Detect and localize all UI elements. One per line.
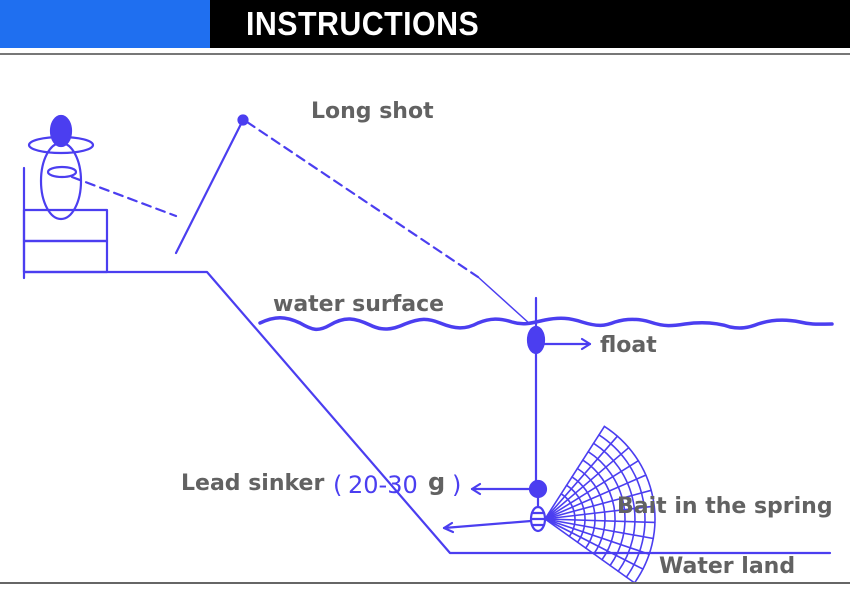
net-ray: [544, 518, 651, 556]
fishing-rod-icon: [174, 114, 531, 325]
net-ring: [560, 493, 576, 538]
net-ring: [587, 450, 626, 567]
net-ring: [582, 459, 616, 561]
float-icon: [526, 296, 592, 484]
seat-box-bottom: [22, 239, 109, 274]
header-bar: INSTRUCTIONS: [0, 0, 850, 48]
net-ray: [544, 518, 656, 524]
bait-arrowhead: [442, 521, 455, 534]
angler-arms: [46, 165, 78, 179]
label-weight-open-paren: (: [333, 471, 342, 499]
net-ray: [544, 505, 656, 520]
label-water-surface: water surface: [273, 292, 444, 317]
line-to-float: [477, 276, 531, 325]
sinker-ball: [528, 479, 548, 499]
label-weight-close-paren: ): [452, 471, 461, 499]
float-body: [526, 325, 546, 355]
bait-spring-icon: [442, 505, 547, 534]
net-ring: [571, 476, 596, 549]
net-ring: [576, 467, 606, 555]
net-ring: [592, 442, 636, 573]
net-ray: [544, 518, 644, 570]
net-ray: [544, 518, 655, 540]
net-ray: [544, 489, 653, 520]
label-weight-unit: g: [428, 468, 445, 496]
net-fan-icon: [544, 425, 656, 584]
net-ray: [544, 474, 647, 520]
shore-bank-line: [22, 270, 832, 555]
page-title: INSTRUCTIONS: [246, 5, 480, 42]
net-ray: [544, 518, 636, 584]
float-arrowhead: [580, 337, 592, 351]
cast-trajectory-line: [70, 175, 178, 218]
label-float: float: [600, 333, 657, 358]
angler-head: [49, 114, 73, 148]
label-long-shot: Long shot: [311, 99, 434, 124]
label-weight-value: 20-30: [348, 471, 418, 499]
sinker-icon: [470, 479, 548, 509]
rod-tip: [237, 114, 249, 126]
label-bait-spring: Bait in the spring: [617, 494, 833, 519]
label-water-land: Water land: [659, 554, 795, 579]
rod-shaft: [174, 118, 245, 255]
net-ray: [544, 446, 630, 520]
header-divider: [0, 53, 850, 55]
angler-icon: [22, 114, 178, 280]
bait-pointer-arrow: [442, 519, 533, 530]
long-shot-line: [245, 120, 480, 279]
net-ring: [598, 434, 646, 578]
net-ray: [544, 425, 606, 520]
angler-body: [39, 141, 83, 221]
seat-box-top: [22, 208, 109, 243]
label-lead-sinker: Lead sinker: [181, 471, 324, 496]
water-surface-wave: [258, 316, 834, 332]
net-ring: [603, 425, 656, 584]
sinker-arrowhead: [470, 482, 482, 496]
header-accent-block: [0, 0, 210, 48]
net-ring: [565, 484, 586, 543]
net-ray: [544, 459, 640, 520]
net-ray: [544, 435, 619, 520]
footer-divider: [0, 582, 850, 584]
